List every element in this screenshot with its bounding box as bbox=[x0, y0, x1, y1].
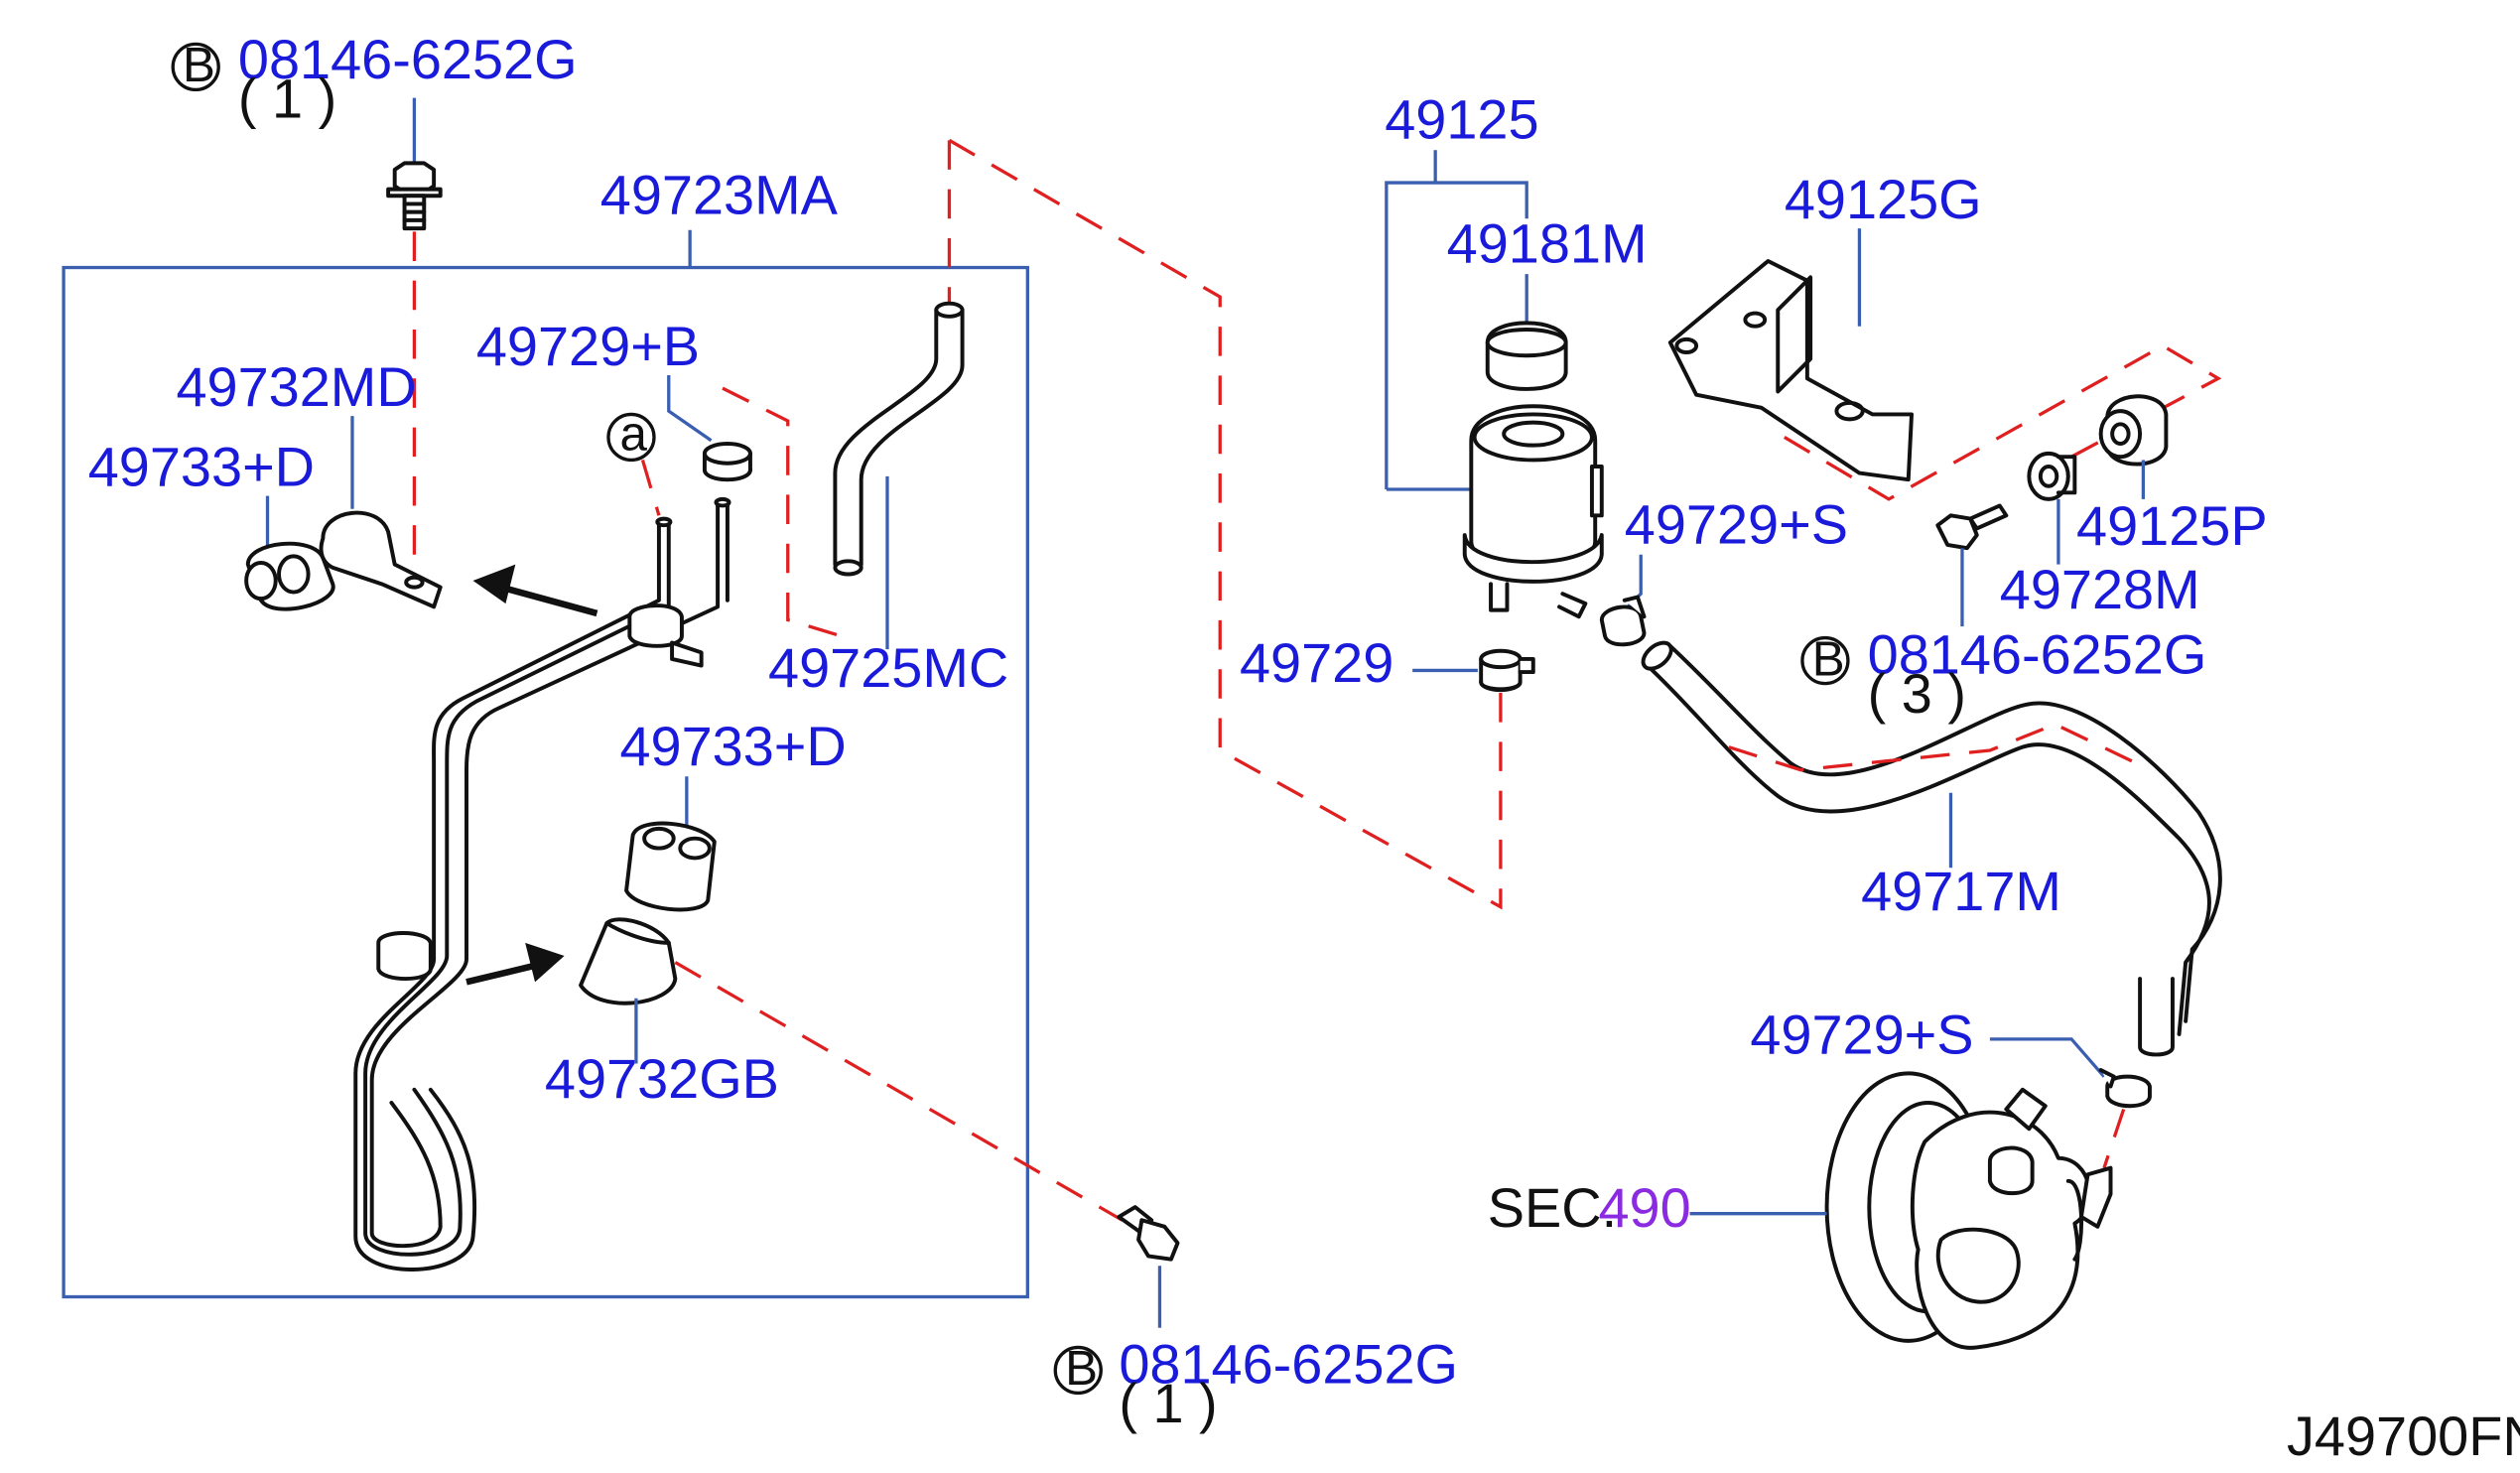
label-sec-number[interactable]: 490 bbox=[1598, 1176, 1690, 1239]
label-bolt-bottom[interactable]: 08146-6252G bbox=[1119, 1333, 1458, 1396]
ref-marker-a: a bbox=[619, 407, 647, 462]
grommet-lower bbox=[624, 821, 717, 912]
label-insulator[interactable]: 49125P bbox=[2076, 494, 2268, 557]
insulator-part bbox=[2098, 394, 2169, 467]
drawing-id: J49700FN bbox=[2287, 1405, 2520, 1467]
label-collar[interactable]: 49728M bbox=[2000, 558, 2200, 620]
grommet-top bbox=[244, 541, 335, 611]
label-bolt-bottom-qty: ( 1 ) bbox=[1119, 1372, 1217, 1434]
hose-m-part bbox=[1641, 640, 2222, 1057]
label-clamp-d[interactable]: 49733+D bbox=[88, 436, 315, 498]
label-hose-m[interactable]: 49717M bbox=[1861, 860, 2061, 922]
bolt-marker-top: B bbox=[183, 38, 215, 92]
bolt-bottom-part bbox=[1117, 1205, 1180, 1262]
label-bolt-right[interactable]: 08146-6252G bbox=[1868, 623, 2207, 686]
label-tube-assy[interactable]: 49723MA bbox=[600, 163, 839, 225]
clamp-s1-part bbox=[1599, 595, 1647, 647]
clamp-gb-part bbox=[579, 917, 678, 1005]
label-bolt-top-qty: ( 1 ) bbox=[238, 67, 336, 129]
label-reservoir[interactable]: 49125 bbox=[1385, 88, 1538, 151]
bolt-bottom-callout: B 08146-6252G ( 1 ) bbox=[1053, 1333, 1458, 1434]
label-hose-mc[interactable]: 49725MC bbox=[768, 636, 1008, 699]
bolt-marker-right: B bbox=[1812, 631, 1845, 686]
label-bolt-top[interactable]: 08146-6252G bbox=[238, 28, 578, 90]
pump-part bbox=[1824, 1071, 2113, 1350]
bolt-top-callout: B 08146-6252G ( 1 ) bbox=[171, 28, 578, 164]
label-clamp-s1[interactable]: 49729+S bbox=[1625, 492, 1848, 555]
reservoir-body-part bbox=[1462, 404, 1604, 619]
label-bolt-right-qty: ( 3 ) bbox=[1868, 662, 1966, 725]
bracket-part bbox=[1667, 258, 1914, 482]
clamp-md-part bbox=[319, 510, 443, 609]
tube-line-part bbox=[353, 496, 731, 1272]
label-clamp-729[interactable]: 49729 bbox=[1240, 631, 1393, 694]
clamp-b-part bbox=[702, 442, 752, 482]
bolt-top-part bbox=[386, 161, 443, 231]
hose-mc-part bbox=[833, 301, 965, 577]
clamp-s2-part bbox=[2098, 1068, 2152, 1109]
bolt-marker-bottom: B bbox=[1065, 1341, 1098, 1396]
collar-part bbox=[2027, 451, 2077, 501]
reservoir-cap-part bbox=[1485, 321, 1568, 391]
bolt-right-part bbox=[1935, 503, 2009, 551]
label-grommet-d[interactable]: 49733+D bbox=[619, 715, 846, 777]
label-bracket[interactable]: 49125G bbox=[1785, 168, 1982, 230]
label-clamp-b[interactable]: 49729+B bbox=[476, 315, 700, 377]
tube-assembly-frame bbox=[62, 265, 1029, 1299]
label-cap[interactable]: 49181M bbox=[1447, 212, 1648, 275]
bolt-right-callout: B 08146-6252G ( 3 ) bbox=[1800, 623, 2207, 725]
label-clamp-gb[interactable]: 49732GB bbox=[545, 1047, 779, 1110]
label-sec-prefix: SEC. bbox=[1488, 1176, 1617, 1239]
clamp-729-part bbox=[1479, 648, 1535, 693]
label-clamp-md[interactable]: 49732MD bbox=[176, 355, 416, 418]
label-clamp-s2[interactable]: 49729+S bbox=[1750, 1004, 1973, 1066]
